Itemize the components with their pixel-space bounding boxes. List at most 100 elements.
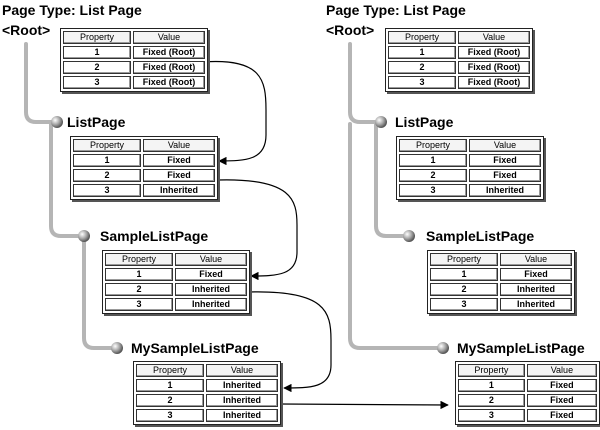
- node-ball-icon: [111, 342, 123, 354]
- left-tree-lines: [24, 42, 114, 350]
- value-cell: Fixed (Root): [133, 46, 205, 59]
- value-cell: Fixed: [500, 268, 572, 281]
- property-cell: 1: [430, 268, 498, 281]
- column-header-value: Value: [526, 364, 597, 377]
- property-cell: 3: [458, 409, 525, 422]
- node-ball-icon: [437, 342, 449, 354]
- table-header-row: Property Value: [105, 253, 247, 266]
- node-ball-icon: [78, 230, 90, 242]
- node-label-listpage-right: ListPage: [395, 114, 454, 130]
- value-cell: Inherited: [143, 184, 215, 197]
- property-cell: 1: [105, 268, 173, 281]
- page-type-heading-right: Page Type: List Page: [326, 2, 466, 18]
- value-cell: Inherited: [500, 298, 572, 311]
- value-cell: Inherited: [175, 298, 247, 311]
- property-cell: 2: [136, 394, 204, 407]
- table-header-row: Property Value: [388, 31, 530, 44]
- column-header-property: Property: [105, 253, 173, 266]
- arrow-root-to-listpage: [202, 60, 267, 166]
- root-label: <Root>: [2, 22, 51, 38]
- column-header-value: Value: [175, 253, 247, 266]
- property-cell: 1: [458, 379, 525, 392]
- column-header-value: Value: [458, 31, 530, 44]
- value-cell: Inherited: [500, 283, 572, 296]
- table-header-row: Property Value: [136, 364, 278, 377]
- node-label-samplelistpage-right: SampleListPage: [426, 228, 535, 244]
- property-cell: 2: [430, 283, 498, 296]
- right-tree-balls: [375, 116, 449, 354]
- property-cell: 3: [136, 409, 204, 422]
- property-cell: 3: [63, 76, 131, 89]
- value-cell: Fixed: [469, 154, 541, 167]
- column-header-property: Property: [136, 364, 204, 377]
- value-cell: Inherited: [206, 394, 278, 407]
- node-ball-icon: [403, 230, 415, 242]
- table-header-row: Property Value: [430, 253, 572, 266]
- value-cell: Inherited: [175, 283, 247, 296]
- property-cell: 2: [105, 283, 173, 296]
- column-header-property: Property: [430, 253, 498, 266]
- property-cell: 1: [63, 46, 131, 59]
- column-header-property: Property: [458, 364, 525, 377]
- column-header-value: Value: [143, 139, 215, 152]
- node-label-samplelistpage: SampleListPage: [100, 228, 209, 244]
- table-header-row: Property Value: [63, 31, 205, 44]
- arrow-left-to-right-mysamplelistpage: [279, 400, 449, 410]
- column-header-value: Value: [133, 31, 205, 44]
- property-cell: 2: [458, 394, 525, 407]
- column-header-value: Value: [206, 364, 278, 377]
- property-cell: 2: [63, 61, 131, 74]
- node-ball-icon: [375, 116, 387, 128]
- node-label-mysamplelistpage: MySampleListPage: [131, 340, 259, 356]
- property-cell: 1: [73, 154, 141, 167]
- table-header-row: Property Value: [73, 139, 215, 152]
- arrow-samplelistpage-to-mysamplelistpage: [248, 291, 332, 393]
- column-header-value: Value: [500, 253, 572, 266]
- property-cell: 3: [430, 298, 498, 311]
- property-cell: 2: [399, 169, 467, 182]
- right-tree-lines: [348, 42, 440, 350]
- property-cell: 1: [399, 154, 467, 167]
- property-cell: 1: [136, 379, 204, 392]
- property-cell: 2: [73, 169, 141, 182]
- arrow-listpage-to-samplelistpage: [217, 179, 298, 281]
- value-cell: Fixed (Root): [133, 76, 205, 89]
- property-cell: 3: [399, 184, 467, 197]
- value-cell: Fixed (Root): [458, 76, 530, 89]
- root-label-right: <Root>: [326, 22, 375, 38]
- value-cell: Fixed: [526, 394, 597, 407]
- value-cell: Fixed: [143, 154, 215, 167]
- value-cell: Inherited: [206, 379, 278, 392]
- table-header-row: Property Value: [458, 364, 597, 377]
- inheritance-arrows: [202, 60, 449, 410]
- property-cell: 3: [73, 184, 141, 197]
- column-header-property: Property: [388, 31, 456, 44]
